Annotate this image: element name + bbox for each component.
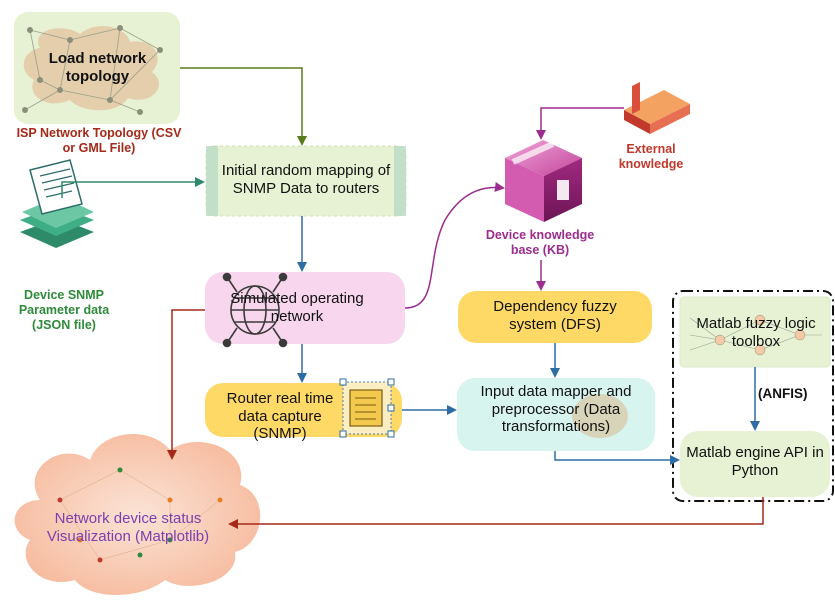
load-topology-label: Load network topology [48, 50, 147, 85]
arrow-simulated-to-viz [167, 309, 205, 460]
knowledge-cube-icon [505, 140, 582, 222]
matlab-engine-node-box [680, 431, 830, 497]
load-topology-node [14, 12, 180, 124]
globe-network-icon [222, 272, 288, 348]
router-chip-icon [339, 378, 395, 438]
isp-topology-caption: ISP Network Topology (CSV or GML File) [16, 126, 182, 155]
document-stack-icon [20, 159, 94, 248]
dfs-node-box [458, 291, 652, 343]
matlab-group-frame [672, 290, 834, 502]
device-kb-caption: Device knowledge base (KB) [485, 228, 595, 257]
arrow-external-to-kb [536, 107, 624, 140]
initial-mapping-node [205, 145, 407, 217]
simulated-network-label: Simulated operating network [230, 290, 364, 325]
arrow-mapper-to-engine [554, 451, 680, 465]
arrow-json-to-mapping [61, 177, 205, 198]
anfis-caption: (ANFIS) [758, 386, 808, 401]
external-knowledge-caption: External knowledge [618, 142, 684, 171]
router-capture-label: Router real time data capture (SNMP) [226, 390, 334, 443]
network-map-icon [24, 27, 161, 113]
matlab-engine-label: Matlab engine API in Python [686, 444, 824, 479]
router-capture-node [205, 378, 402, 438]
initial-mapping-label: Initial random mapping of SNMP Data to r… [221, 162, 391, 197]
visualization-label: Network device status Visualization (Mat… [46, 510, 210, 545]
device-snmp-caption: Device SNMP Parameter data (JSON file) [18, 288, 110, 332]
arrow-topology-to-mapping [180, 67, 307, 146]
external-book-icon [624, 82, 690, 134]
simulated-network-node [205, 272, 405, 348]
matlab-toolbox-label: Matlab fuzzy logic toolbox [696, 315, 816, 350]
arrow-engine-to-viz [228, 497, 764, 529]
arrow-simulated-to-kb [404, 182, 505, 309]
dfs-label: Dependency fuzzy system (DFS) [493, 298, 617, 333]
cloud-icon [14, 433, 261, 595]
input-mapper-node [457, 378, 655, 451]
matlab-toolbox-node [679, 296, 831, 368]
input-mapper-label: Input data mapper and preprocessor (Data… [480, 383, 632, 436]
